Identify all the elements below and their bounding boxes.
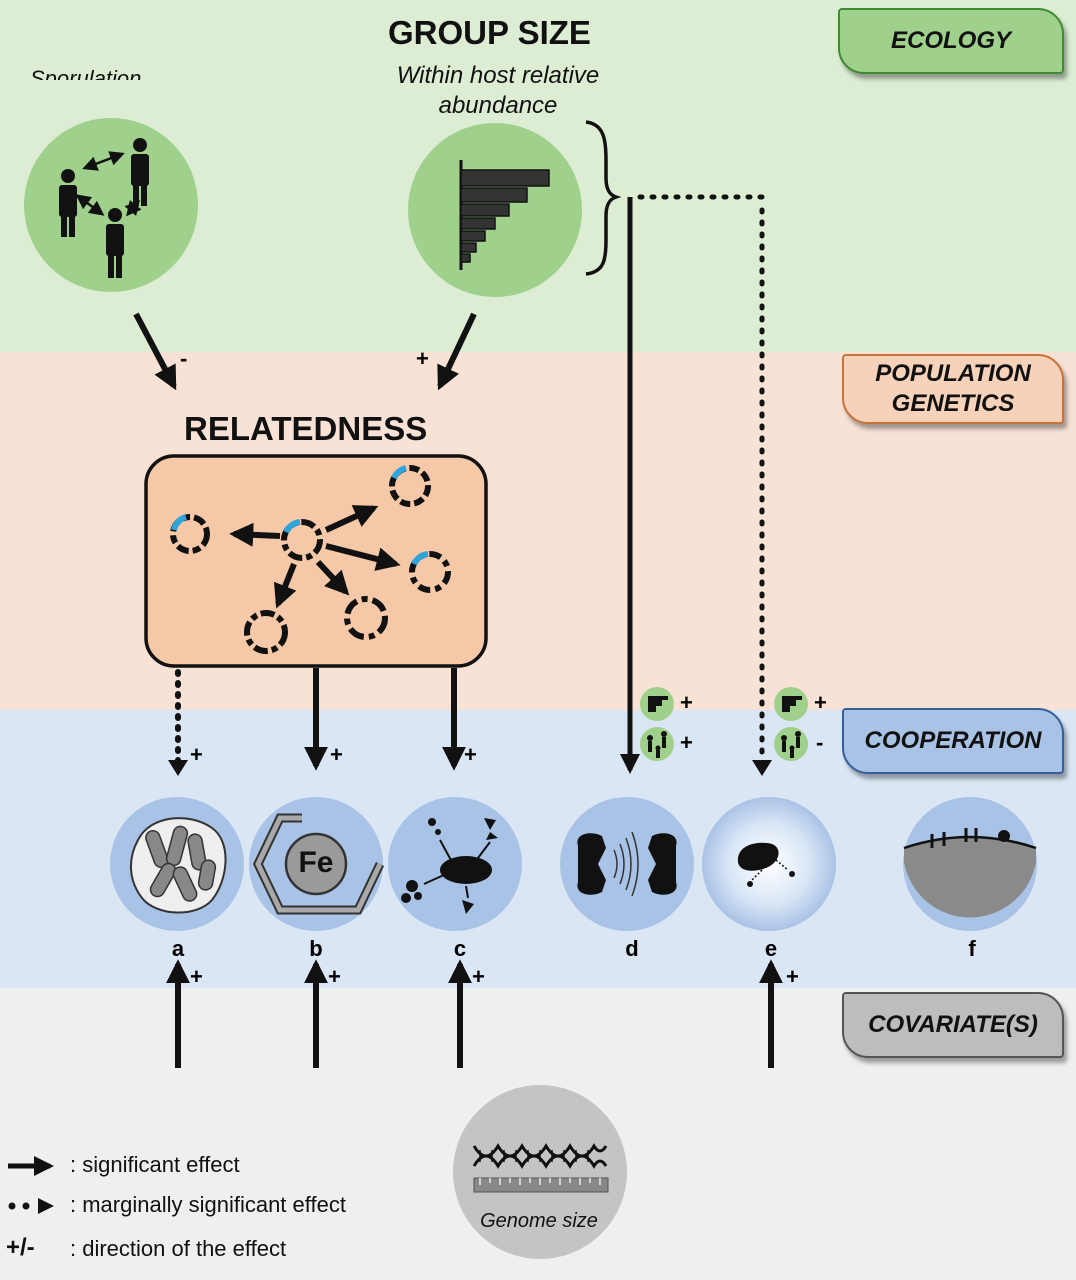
genome-size-circle	[453, 1085, 627, 1259]
trait-a-biofilm	[110, 797, 244, 931]
trait-c-secretion	[388, 797, 522, 931]
plasmid-icons	[170, 465, 451, 654]
ruler-icon	[473, 1177, 609, 1193]
sign-cov-a: +	[190, 964, 203, 989]
trait-e-diffusion	[702, 797, 836, 931]
curly-brace	[585, 120, 622, 276]
people-network-icon	[59, 138, 149, 278]
sign-e-abundance: +	[814, 690, 827, 715]
group-size-subtitle-2: abundance	[438, 92, 558, 119]
group-size-subtitle-1: Within host relative	[396, 62, 600, 89]
legend-marginal: : marginally significant effect	[70, 1192, 346, 1217]
sign-eco-left: -	[180, 346, 188, 371]
trait-label-e: e	[764, 936, 778, 961]
sign-e-spread: -	[816, 730, 824, 755]
relatedness-title: RELATEDNESS	[184, 410, 428, 447]
sign-a: +	[190, 742, 203, 767]
group-size-title: GROUP SIZE	[388, 14, 591, 51]
arrow-abundance-to-relatedness	[437, 312, 477, 391]
ecology-tag: ECOLOGY	[838, 8, 1064, 74]
sign-d-spread: +	[680, 730, 693, 755]
trait-label-b: b	[309, 936, 323, 961]
population-tag-line-1: POPULATION	[875, 360, 1031, 387]
trait-f-genome	[903, 797, 1037, 931]
legend-dotted-arrow	[8, 1198, 54, 1214]
sign-c: +	[464, 742, 477, 767]
abundance-indicator-icons	[640, 687, 808, 721]
legend-direction: : direction of the effect	[70, 1236, 287, 1261]
sign-cov-e: +	[786, 964, 799, 989]
clipped-label: Sporulation	[30, 66, 142, 80]
trait-b-siderophore	[249, 797, 385, 931]
population-genetics-tag: POPULATION GENETICS	[842, 354, 1064, 424]
arrowhead-e	[752, 760, 772, 776]
population-tag-line-2: GENETICS	[891, 390, 1015, 417]
arrow-network-to-relatedness	[133, 312, 177, 391]
sign-cov-c: +	[472, 964, 485, 989]
transfer-arrows	[229, 505, 401, 609]
sign-eco-right: +	[416, 346, 429, 371]
iron-symbol: Fe	[298, 846, 334, 879]
trait-label-a: a	[171, 936, 185, 961]
trait-label-d: d	[625, 936, 639, 961]
legend-sign-symbol: +/-	[6, 1234, 35, 1261]
sign-cov-b: +	[328, 964, 341, 989]
network-indicator-icons	[640, 727, 808, 761]
covariates-tag: COVARIATE(S)	[842, 992, 1064, 1058]
social-network-circle	[24, 118, 198, 292]
covariates-tag-label: COVARIATE(S)	[868, 1011, 1038, 1038]
genome-size-label: Genome size	[480, 1210, 598, 1232]
dna-icon	[472, 1143, 608, 1169]
trait-d-quorum-sensing	[560, 797, 694, 931]
cooperation-tag: COOPERATION	[842, 708, 1064, 774]
cooperation-tag-label: COOPERATION	[864, 727, 1042, 754]
ecology-tag-label: ECOLOGY	[890, 27, 1011, 54]
legend-significant: : significant effect	[70, 1152, 240, 1177]
arrowhead-a	[168, 760, 188, 776]
relatedness-box	[144, 454, 488, 668]
sign-b: +	[330, 742, 343, 767]
rank-abundance-icon	[459, 160, 550, 270]
trait-label-f: f	[968, 936, 976, 961]
trait-label-c: c	[453, 936, 467, 961]
sign-d-abundance: +	[680, 690, 693, 715]
